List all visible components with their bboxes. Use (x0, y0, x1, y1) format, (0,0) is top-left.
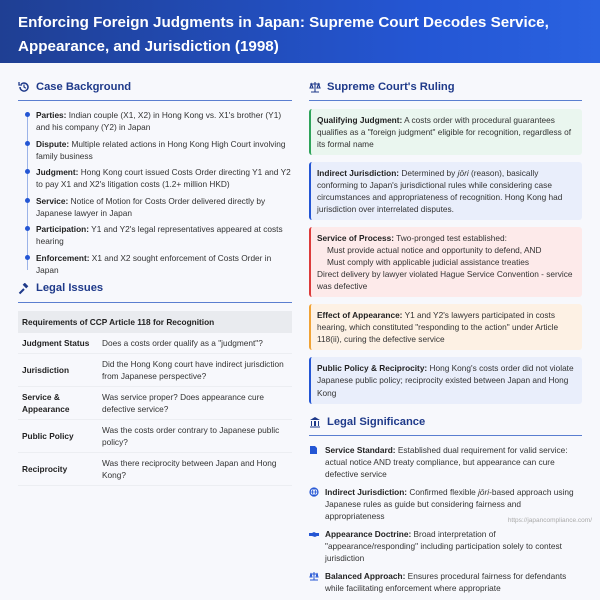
timeline-item: Enforcement: X1 and X2 sought enforcemen… (36, 252, 292, 276)
significance-item: Appearance Doctrine: Broad interpretatio… (309, 528, 582, 564)
timeline-item: Service: Notice of Motion for Costs Orde… (36, 195, 292, 219)
timeline-item: Parties: Indian couple (X1, X2) in Hong … (36, 109, 292, 133)
ruling-qualifying-judgment: Qualifying Judgment: A costs order with … (309, 109, 582, 155)
case-background-heading: Case Background (18, 79, 292, 101)
significance-heading: Legal Significance (309, 414, 582, 436)
gavel-icon (18, 283, 30, 295)
file-signature-icon (309, 445, 319, 455)
ruling-indirect-jurisdiction: Indirect Jurisdiction: Determined by jōr… (309, 162, 582, 220)
significance-item: Service Standard: Established dual requi… (309, 444, 582, 480)
globe-icon (309, 487, 319, 497)
timeline-item: Dispute: Multiple related actions in Hon… (36, 138, 292, 162)
balance-icon (309, 571, 319, 581)
landmark-icon (309, 416, 321, 428)
significance-item: Balanced Approach: Ensures procedural fa… (309, 570, 582, 594)
background-timeline: Parties: Indian couple (X1, X2) in Hong … (18, 109, 292, 276)
ruling-public-policy: Public Policy & Reciprocity: Hong Kong's… (309, 357, 582, 403)
page-title: Enforcing Foreign Judgments in Japan: Su… (0, 0, 600, 63)
ruling-effect-of-appearance: Effect of Appearance: Y1 and Y2's lawyer… (309, 304, 582, 350)
left-column: Case Background Parties: Indian couple (… (18, 63, 292, 486)
history-icon (18, 81, 30, 93)
handshake-icon (309, 529, 319, 539)
ruling-service-of-process: Service of Process: Two-pronged test est… (309, 227, 582, 297)
timeline-item: Judgment: Hong Kong court issued Costs O… (36, 166, 292, 190)
timeline-item: Participation: Y1 and Y2's legal represe… (36, 223, 292, 247)
legal-issues-heading: Legal Issues (18, 280, 292, 302)
footer-url: https://japancompliance.com/ (508, 516, 592, 525)
ruling-heading: Supreme Court's Ruling (309, 79, 582, 101)
issues-table: Requirements of CCP Article 118 for Reco… (18, 311, 292, 486)
scales-icon (309, 81, 321, 93)
